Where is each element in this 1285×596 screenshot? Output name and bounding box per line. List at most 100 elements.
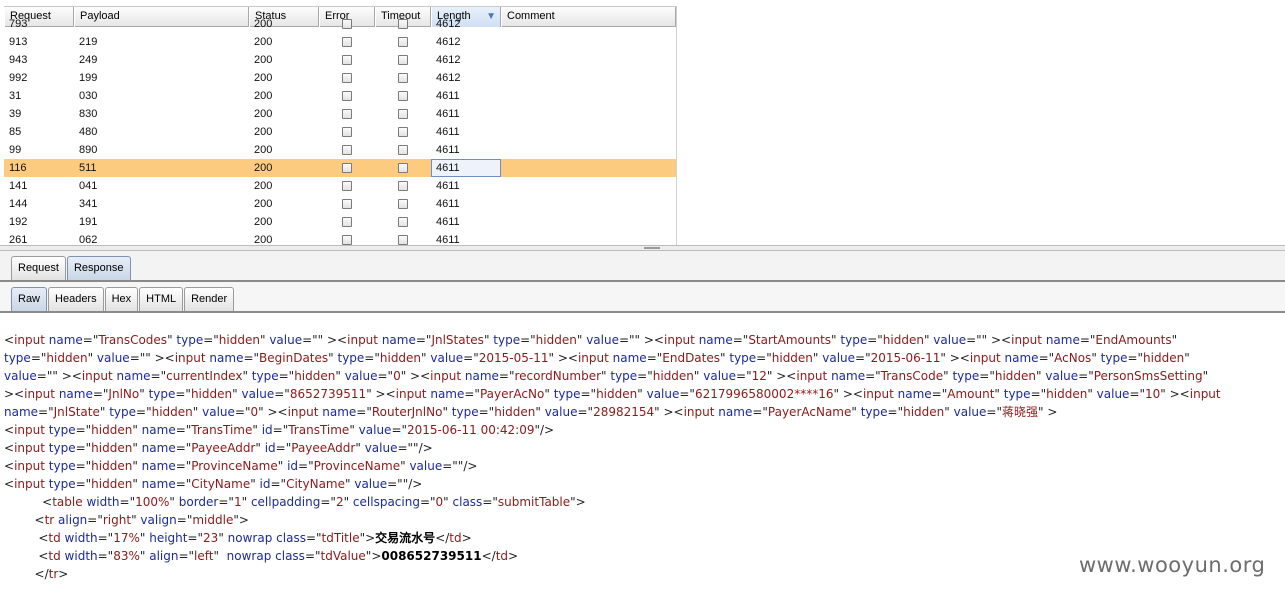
- error-checkbox[interactable]: [342, 109, 352, 119]
- code-attr: cellspacing: [352, 495, 420, 509]
- column-header-length[interactable]: Length▼: [431, 7, 501, 27]
- code-attr: name: [141, 459, 176, 473]
- error-checkbox[interactable]: [342, 127, 352, 137]
- code-tag: input: [14, 333, 45, 347]
- error-checkbox[interactable]: [342, 217, 352, 227]
- error-checkbox[interactable]: [342, 145, 352, 155]
- timeout-checkbox[interactable]: [398, 163, 408, 173]
- request-cell: 992: [9, 72, 28, 84]
- code-attr: value: [1045, 369, 1079, 383]
- code-attr: value: [703, 369, 737, 383]
- code-punct: ": [277, 459, 288, 473]
- tab-hex[interactable]: Hex: [104, 287, 139, 311]
- code-attr: type: [952, 369, 980, 383]
- error-checkbox[interactable]: [342, 55, 352, 65]
- error-checkbox[interactable]: [342, 73, 352, 83]
- error-checkbox[interactable]: [342, 19, 352, 29]
- code-attr: value: [354, 477, 388, 491]
- code-punct: ": [192, 405, 203, 419]
- code-punct: =": [865, 369, 881, 383]
- code-attr: name: [464, 369, 499, 383]
- sort-descending-icon: ▼: [486, 11, 496, 22]
- code-attr: name: [322, 405, 357, 419]
- code-punct: " ><: [366, 387, 396, 401]
- error-checkbox[interactable]: [342, 37, 352, 47]
- column-header-timeout[interactable]: Timeout: [375, 7, 431, 27]
- column-header-request[interactable]: Request: [4, 7, 74, 27]
- timeout-checkbox[interactable]: [398, 91, 408, 101]
- code-punct: =": [464, 387, 480, 401]
- timeout-checkbox[interactable]: [398, 181, 408, 191]
- code-punct: ": [544, 387, 554, 401]
- code-tag: input: [664, 333, 695, 347]
- response-raw-view[interactable]: <input name="TransCodes" type="hidden" v…: [0, 313, 1285, 596]
- code-attr: width: [64, 531, 98, 545]
- code-value: EndAmounts: [1095, 333, 1172, 347]
- code-punct: ": [720, 351, 730, 365]
- length-cell: 4611: [436, 90, 460, 102]
- tab-render[interactable]: Render: [184, 287, 235, 311]
- code-attr: type: [48, 477, 76, 491]
- timeout-checkbox[interactable]: [398, 199, 408, 209]
- error-checkbox[interactable]: [342, 163, 352, 173]
- status-cell: 200: [254, 90, 273, 102]
- error-checkbox[interactable]: [342, 199, 352, 209]
- timeout-checkbox[interactable]: [398, 109, 408, 119]
- timeout-checkbox[interactable]: [398, 55, 408, 65]
- payload-cell: 890: [79, 144, 98, 156]
- timeout-checkbox[interactable]: [398, 145, 408, 155]
- column-header-status[interactable]: Status: [249, 7, 319, 27]
- code-punct: =": [75, 441, 92, 455]
- code-punct: " ><: [654, 405, 684, 419]
- error-checkbox[interactable]: [342, 235, 352, 245]
- code-punct: =": [75, 423, 92, 437]
- code-punct: =": [577, 405, 594, 419]
- status-cell: 200: [254, 180, 273, 192]
- code-punct: ": [232, 387, 242, 401]
- column-header-comment[interactable]: Comment: [501, 7, 676, 27]
- timeout-checkbox[interactable]: [398, 37, 408, 47]
- code-text: 008652739511: [381, 549, 482, 563]
- tab-response[interactable]: Response: [66, 256, 131, 280]
- code-punct: =": [304, 549, 321, 563]
- code-value: hidden: [46, 351, 88, 365]
- code-attr: id: [264, 441, 276, 455]
- code-punct: ": [443, 495, 453, 509]
- code-value: left: [194, 549, 214, 563]
- column-header-payload[interactable]: Payload: [74, 7, 249, 27]
- code-value: CityName: [191, 477, 251, 491]
- tab-html[interactable]: HTML: [139, 287, 184, 311]
- code-punct: " ><: [400, 369, 431, 383]
- divider-grip-icon[interactable]: [644, 247, 660, 249]
- timeout-checkbox[interactable]: [398, 217, 408, 227]
- timeout-checkbox[interactable]: [398, 19, 408, 29]
- code-value: tdTitle: [321, 531, 360, 545]
- error-checkbox[interactable]: [342, 181, 352, 191]
- code-punct: </: [4, 567, 49, 581]
- timeout-checkbox[interactable]: [398, 235, 408, 245]
- status-cell: 200: [254, 144, 273, 156]
- tab-headers[interactable]: Headers: [48, 287, 104, 311]
- tab-raw[interactable]: Raw: [11, 287, 48, 311]
- code-attr: name: [141, 423, 176, 437]
- tab-request[interactable]: Request: [11, 256, 66, 280]
- split-divider[interactable]: [0, 245, 1285, 251]
- timeout-checkbox[interactable]: [398, 127, 408, 137]
- timeout-checkbox[interactable]: [398, 73, 408, 83]
- error-checkbox[interactable]: [342, 91, 352, 101]
